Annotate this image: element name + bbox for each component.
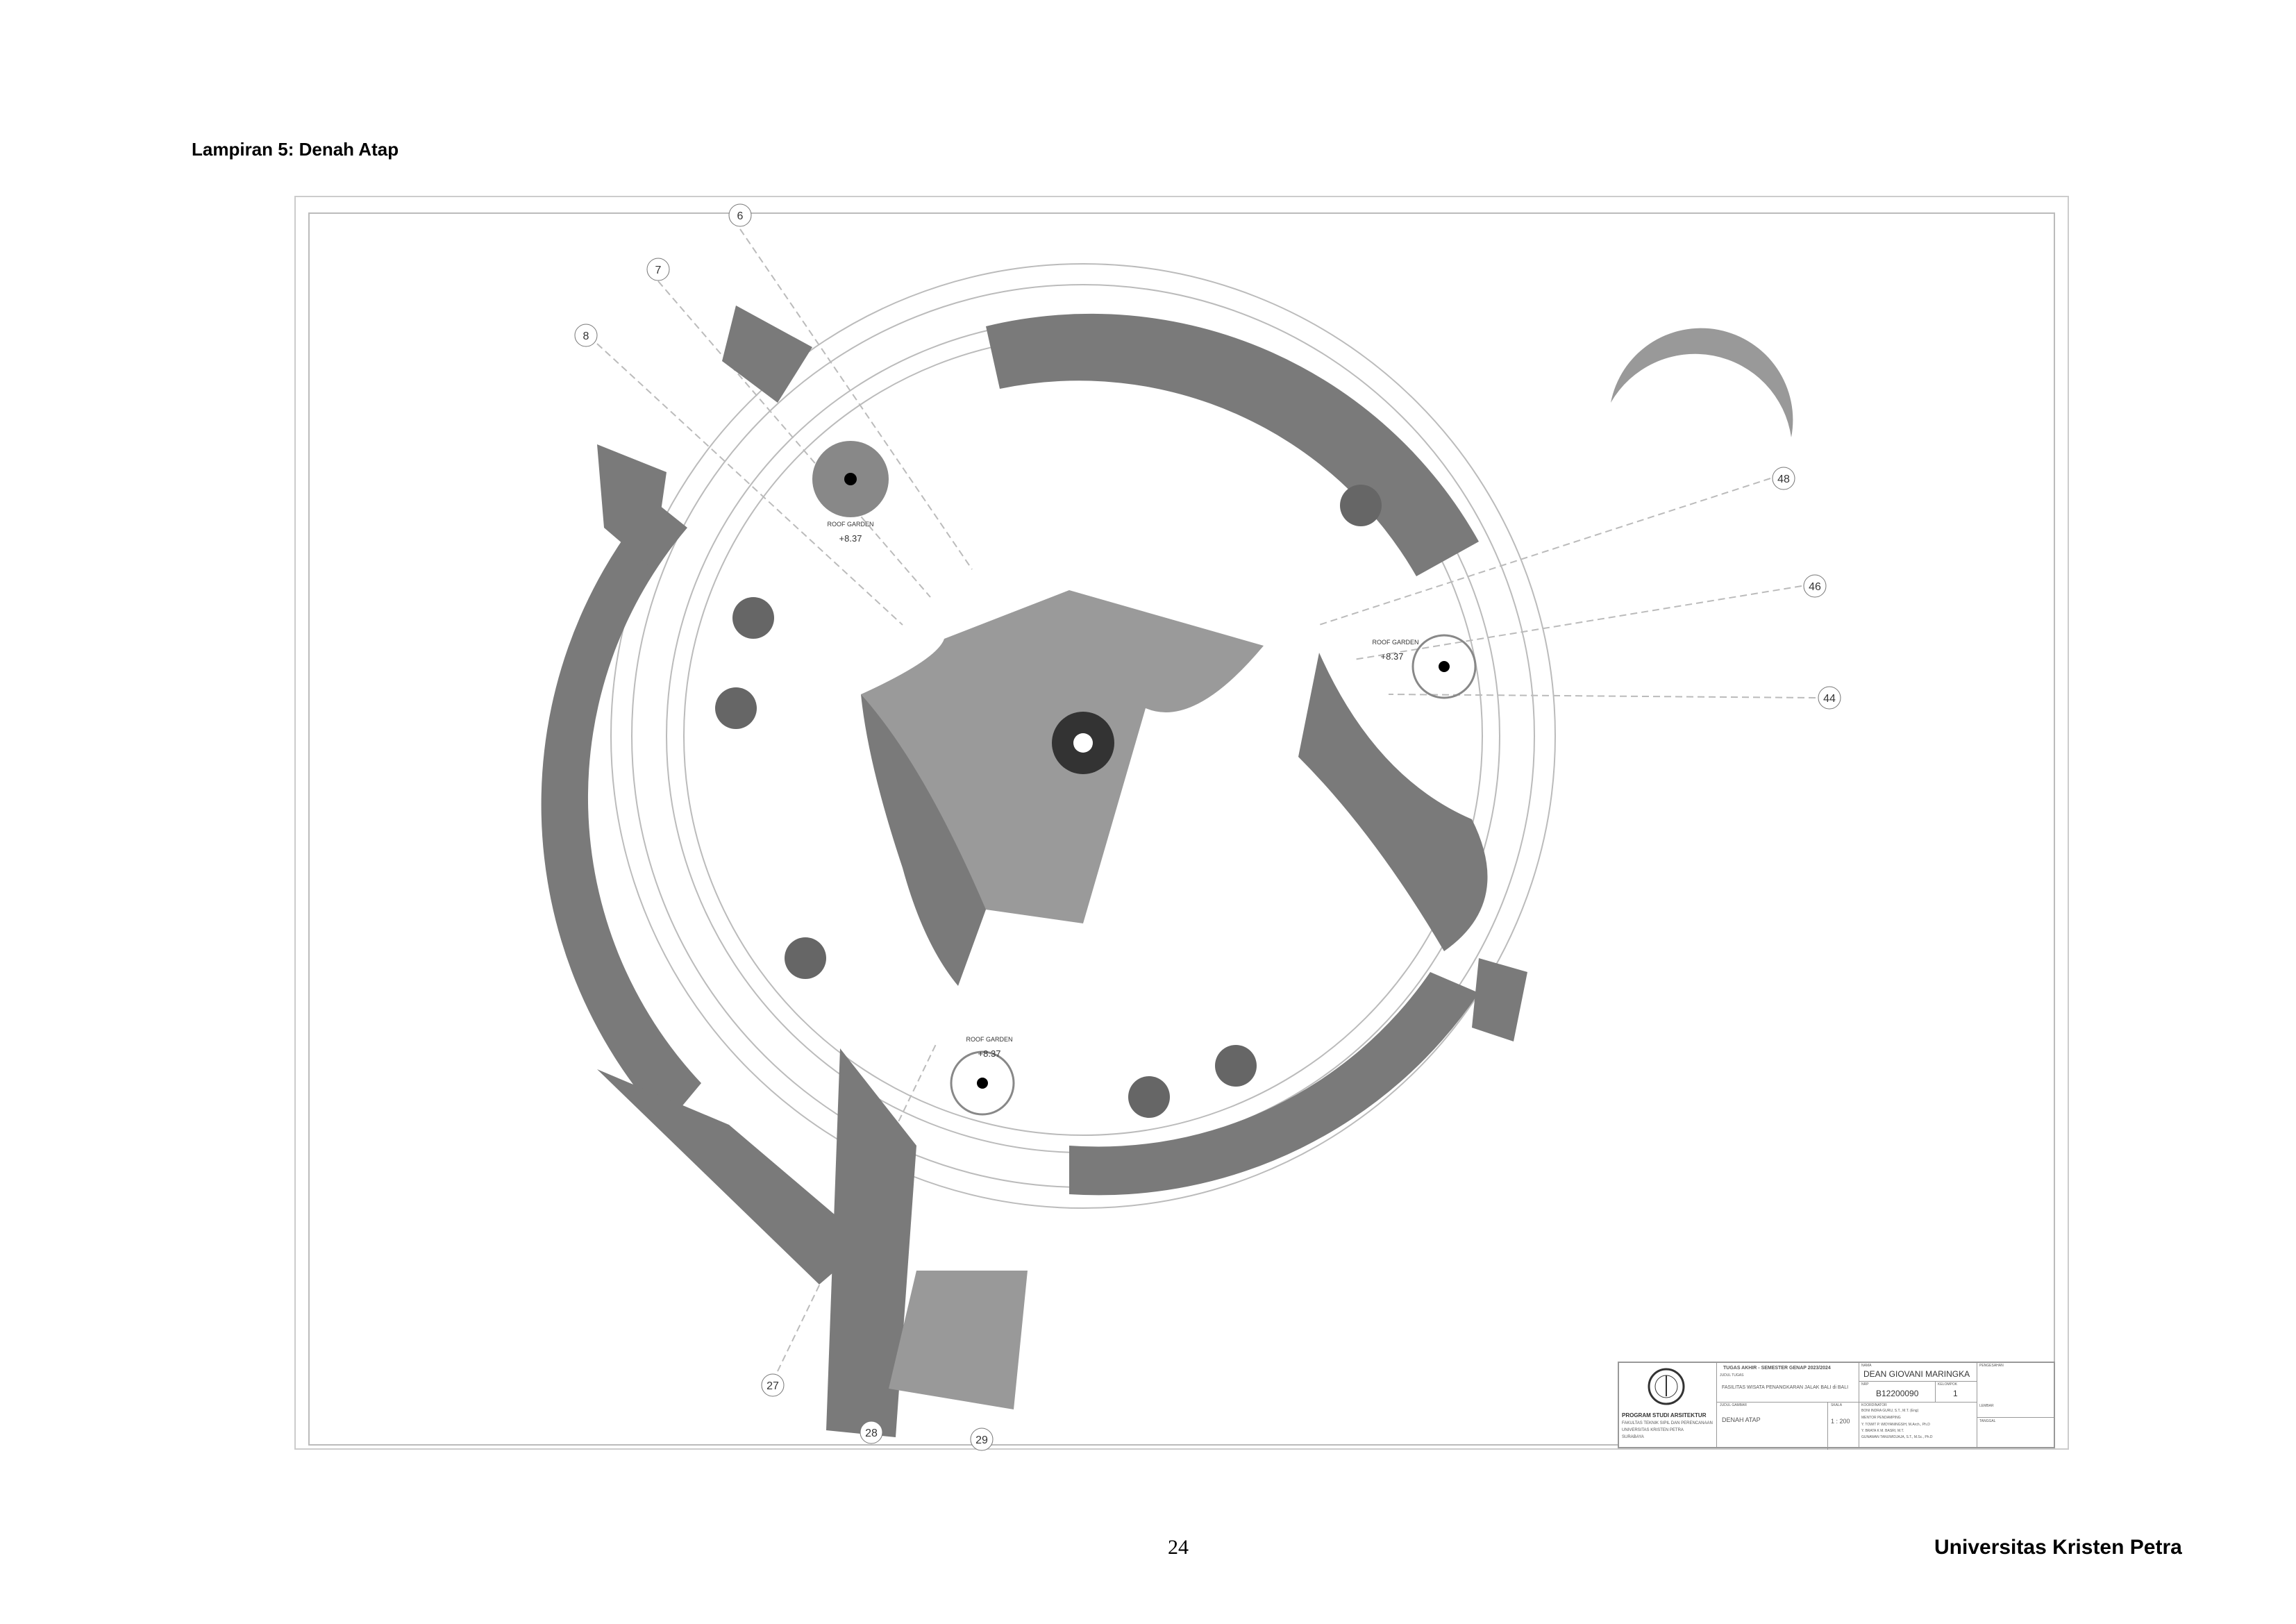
mentor: GUNAWAN TANUWIDJAJA, S.T., M.Sc., Ph.D <box>1861 1435 1933 1439</box>
approval-label: PENGESAHAN <box>1979 1364 2004 1368</box>
supervisor: BONI INDRA GURU, S.T., M.T. (Eng) <box>1861 1409 1919 1413</box>
faculty-name: FAKULTAS TEKNIK SIPIL DAN PERENCANAAN <box>1622 1421 1713 1425</box>
group-label: KELOMPOK <box>1938 1382 1958 1387</box>
canopy-detail <box>1611 328 1793 437</box>
course: TUGAS AKHIR - SEMESTER GENAP 2023/2024 <box>1723 1366 1831 1371</box>
grid-bubble: 27 <box>761 1373 785 1397</box>
svg-text:48: 48 <box>1777 474 1790 485</box>
group: 1 <box>1953 1389 1958 1398</box>
sheet-no-label: LEMBAR <box>1979 1404 1994 1408</box>
university-name: UNIVERSITAS KRISTEN PETRA <box>1622 1428 1684 1432</box>
svg-text:46: 46 <box>1809 581 1821 593</box>
name-label: NAMA <box>1861 1364 1872 1368</box>
svg-text:8: 8 <box>583 330 589 342</box>
program-name: PROGRAM STUDI ARSITEKTUR <box>1622 1412 1707 1418</box>
scale-label: SKALA <box>1831 1403 1843 1407</box>
drawing-frame <box>308 212 2055 1446</box>
mentors-label: MENTOR PENDAMPING <box>1861 1416 1901 1420</box>
drawing-sheet-border <box>294 196 2069 1450</box>
sheet-title: DENAH ATAP <box>1722 1416 1761 1423</box>
scale: 1 : 200 <box>1831 1418 1850 1425</box>
footer-institution: Universitas Kristen Petra <box>1934 1536 2182 1559</box>
roof-garden-level: +8.37 <box>978 1048 1001 1059</box>
student-name: DEAN GIOVANI MARINGKA <box>1863 1369 1970 1379</box>
svg-text:29: 29 <box>975 1434 988 1446</box>
date-label: TANGGAL <box>1979 1419 1996 1423</box>
svg-text:28: 28 <box>865 1428 878 1439</box>
nrp: B12200090 <box>1876 1389 1919 1398</box>
svg-text:27: 27 <box>766 1380 779 1392</box>
grid-bubble: 46 <box>1803 574 1827 598</box>
grid-bubble: 28 <box>860 1421 883 1444</box>
sheet-label: JUDUL GAMBAR <box>1720 1403 1747 1407</box>
svg-text:6: 6 <box>737 210 744 222</box>
university-seal <box>1647 1367 1689 1409</box>
roof-segments <box>541 305 1527 1437</box>
central-tri-roof <box>861 590 1264 986</box>
page-heading: Lampiran 5: Denah Atap <box>192 139 399 160</box>
grid-bubble: 8 <box>574 324 598 347</box>
roof-garden-label: ROOF GARDEN <box>1372 639 1418 646</box>
page-number: 24 <box>1168 1536 1189 1559</box>
mentor: Y. TOWIT P. WIDYANINGSIH, M.Arch., Ph.D <box>1861 1423 1930 1427</box>
roof-garden-label: ROOF GARDEN <box>827 521 873 528</box>
project-title: FASILITAS WISATA PENANGKARAN JALAK BALI … <box>1722 1385 1849 1390</box>
entrance-roof <box>889 1271 1028 1409</box>
grid-bubble: 7 <box>646 258 670 281</box>
grid-bubble: 48 <box>1772 467 1795 490</box>
nrp-label: NRP <box>1861 1382 1869 1387</box>
grid-bubble: 6 <box>728 203 752 227</box>
title-block: PROGRAM STUDI ARSITEKTUR FAKULTAS TEKNIK… <box>1618 1362 2055 1450</box>
project-label: JUDUL TUGAS <box>1720 1373 1744 1378</box>
svg-text:44: 44 <box>1823 693 1836 705</box>
roof-garden-level: +8.37 <box>839 533 862 544</box>
grid-bubble: 29 <box>970 1428 994 1451</box>
roof-garden-level: +8.37 <box>1381 651 1404 662</box>
svg-text:7: 7 <box>655 265 662 276</box>
grid-bubble: 44 <box>1818 686 1841 710</box>
supervisor-label: KOORDINATOR <box>1861 1403 1887 1407</box>
city: SURABAYA <box>1622 1435 1644 1439</box>
mentor: Y. BRATA K M. BASRI, M.T. <box>1861 1429 1904 1433</box>
outer-ring <box>610 263 1556 1209</box>
roof-garden-label: ROOF GARDEN <box>966 1036 1012 1043</box>
